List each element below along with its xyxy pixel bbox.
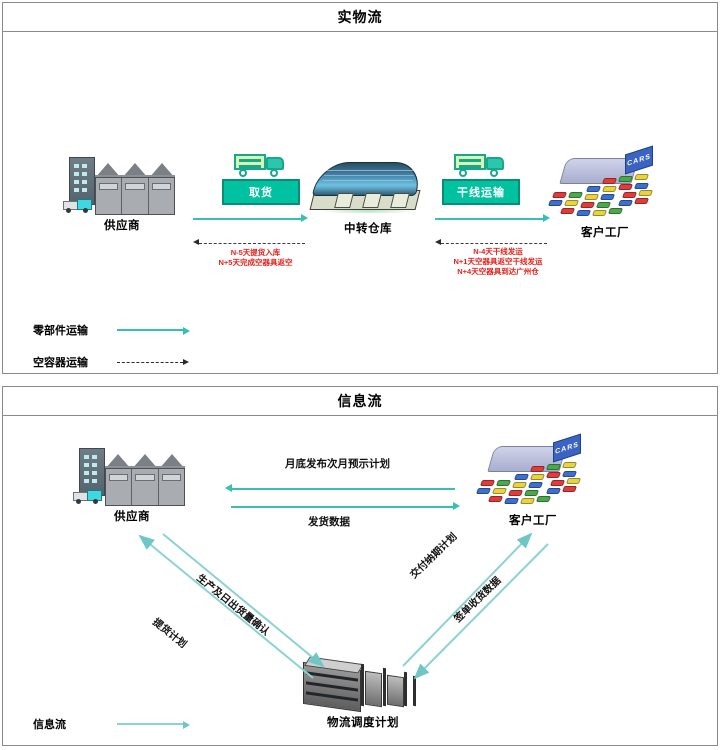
empty-container-arrow-2 (435, 239, 441, 245)
step-linehaul-label: 干线运输 (442, 179, 520, 205)
legend-solid-line (117, 721, 190, 729)
legend-solid-line (117, 327, 190, 335)
node-supplier-info: 供应商 (73, 448, 191, 524)
hq-wing (387, 674, 404, 708)
parts-flow-line-2 (435, 218, 545, 220)
timing-notes-right: N-4天干线发运 N+1天空器具返空干线发运 N+4天空器具到达广州仓 (433, 247, 563, 277)
timing-note-line: N+5天完成空器具返空 (218, 258, 293, 267)
factory-icon (73, 448, 191, 506)
flow-shipment-data-line (231, 506, 455, 508)
empty-container-line-2 (441, 243, 547, 244)
flow-production-confirm-line (162, 533, 325, 668)
legend-empty-container-label: 空容器运输 (33, 357, 88, 369)
cars-sign: CARS (553, 433, 581, 463)
empty-container-line-1 (199, 243, 305, 244)
node-transit-warehouse-label: 中转仓库 (344, 223, 392, 235)
node-customer-plant-info-label: 客户工厂 (509, 515, 557, 527)
legend-information-flow-label: 信息流 (33, 719, 66, 731)
legend-parts-label: 零部件运输 (33, 325, 88, 337)
physical-flow-panel: 实物流 (2, 2, 718, 374)
car-plant-icon: CARS (469, 433, 597, 510)
parts-flow-line-1 (193, 218, 303, 220)
office-building-icon (303, 654, 423, 713)
parts-flow-arrow-1 (301, 214, 308, 222)
factory-halls (95, 177, 175, 215)
step-pickup: 取货 (217, 151, 305, 205)
legend-parts-transport: 零部件运输 (33, 322, 190, 338)
car-plant-icon: CARS (541, 145, 669, 222)
factory-sawtooth-roof (95, 163, 175, 178)
node-supplier-label: 供应商 (104, 220, 140, 232)
page-title: 实物流 (337, 9, 383, 25)
node-supplier-info-label: 供应商 (114, 511, 150, 523)
truck-icon (234, 151, 288, 177)
step-linehaul: 干线运输 (437, 151, 525, 205)
physical-flow-header: 实物流 (3, 3, 717, 32)
flow-forecast-arrow (225, 484, 232, 492)
warehouse-icon (308, 160, 428, 218)
flow-forecast-line (231, 488, 455, 490)
flow-delivery-plan-label: 交付纳期计划 (408, 531, 460, 581)
legend-empty-container-transport: 空容器运输 (33, 354, 189, 370)
node-customer-plant-label: 客户工厂 (581, 227, 629, 239)
factory-halls (105, 468, 185, 506)
information-flow-panel: 信息流 (2, 386, 718, 746)
flow-shipment-data-arrow (453, 502, 460, 510)
factory-sawtooth-roof (105, 454, 185, 469)
flow-receipt-data-line (413, 543, 549, 680)
information-flow-body: 供应商 CARS (3, 416, 717, 745)
step-pickup-label: 取货 (222, 179, 300, 205)
flow-shipment-data-label: 发货数据 (308, 516, 350, 528)
timing-note-line: N+1天空器具返空干线发运 (453, 257, 543, 266)
cars-sign: CARS (625, 145, 653, 175)
information-flow-title: 信息流 (337, 393, 383, 409)
node-logistics-dispatch: 物流调度计划 (303, 654, 423, 730)
node-customer-plant: CARS (541, 145, 669, 240)
hq-wing (365, 670, 382, 708)
flow-receipt-data-label: 签单收货数据 (452, 575, 504, 625)
legend-information-flow: 信息流 (33, 716, 190, 732)
supplier-truck-icon (63, 197, 93, 213)
timing-note-line: N-4天干线发运 (473, 247, 523, 256)
factory-icon (63, 157, 181, 215)
supplier-truck-icon (73, 488, 103, 504)
timing-notes-left: N-5天提货入库 N+5天完成空器具返空 (198, 248, 313, 268)
factory-office-tower (69, 157, 95, 205)
node-transit-warehouse: 中转仓库 (308, 160, 428, 236)
flow-production-confirm-label: 生产及日出货量确认 (194, 572, 272, 638)
legend-dashed-line (117, 359, 189, 365)
warehouse-roof (311, 162, 425, 196)
flow-pickup-plan-label: 提货计划 (150, 616, 189, 651)
node-customer-plant-info: CARS (469, 433, 597, 528)
flow-forecast-label: 月底发布次月预示计划 (285, 458, 390, 470)
parts-flow-arrow-2 (543, 214, 550, 222)
timing-note-line: N+4天空器具到达广州仓 (457, 267, 539, 276)
empty-container-arrow-1 (193, 239, 199, 245)
node-logistics-dispatch-label: 物流调度计划 (327, 717, 399, 729)
node-supplier: 供应商 (63, 157, 181, 233)
physical-flow-body: 供应商 取货 N-5天提货入库 N+5天完成空器具返空 (3, 32, 717, 373)
truck-icon (454, 151, 508, 177)
information-flow-header: 信息流 (3, 387, 717, 416)
timing-note-line: N-5天提货入库 (230, 248, 281, 257)
